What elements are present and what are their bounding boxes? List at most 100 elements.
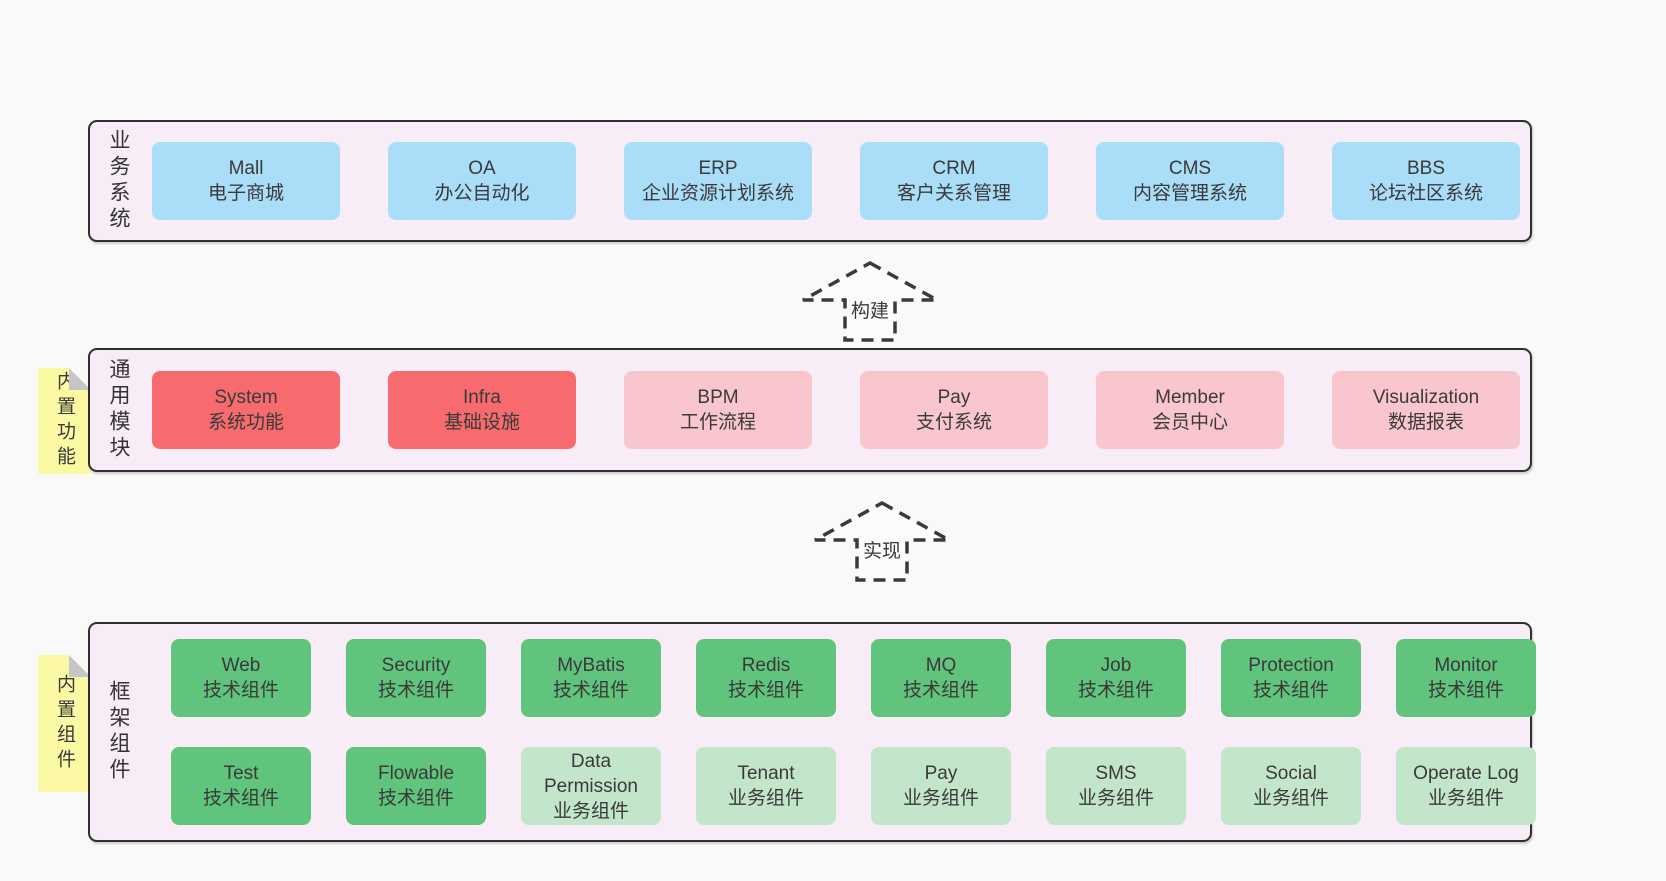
implement-arrow-icon: 实现 bbox=[812, 500, 952, 584]
box-sub: 业务组件 bbox=[1252, 788, 1329, 809]
box-name: Job bbox=[1100, 655, 1132, 676]
box-name: Tenant bbox=[737, 763, 795, 784]
box-sub: 技术组件 bbox=[377, 788, 454, 809]
box-sub: 技术组件 bbox=[727, 680, 804, 701]
box-mybatis: MyBatis 技术组件 bbox=[521, 639, 661, 717]
business-systems-label: 业务系统 bbox=[107, 129, 130, 233]
box-sub: 技术组件 bbox=[202, 788, 279, 809]
box-name: Mall bbox=[228, 158, 264, 179]
box-sub: 业务组件 bbox=[1077, 788, 1154, 809]
box-name: Security bbox=[381, 655, 451, 676]
box-redis: Redis 技术组件 bbox=[696, 639, 836, 717]
box-sub: 技术组件 bbox=[552, 680, 629, 701]
box-system: System 系统功能 bbox=[152, 371, 340, 449]
box-web: Web 技术组件 bbox=[171, 639, 311, 717]
box-oa: OA 办公自动化 bbox=[388, 142, 576, 220]
sticky-note-text: 内置功能 bbox=[54, 371, 75, 471]
common-modules-panel: 通用模块 System 系统功能 Infra 基础设施 BPM 工作流程 Pay… bbox=[88, 348, 1532, 472]
box-cms: CMS 内容管理系统 bbox=[1096, 142, 1284, 220]
framework-components-panel: 框架组件 Web 技术组件 Security 技术组件 MyBatis 技术组件… bbox=[88, 622, 1536, 842]
tech-components-row: Web 技术组件 Security 技术组件 MyBatis 技术组件 Redi… bbox=[171, 639, 1536, 717]
box-name: Pay bbox=[924, 763, 958, 784]
build-arrow-label: 构建 bbox=[847, 296, 893, 323]
box-sub: 电子商城 bbox=[207, 183, 284, 204]
box-pay-component: Pay 业务组件 bbox=[871, 747, 1011, 825]
box-sms: SMS 业务组件 bbox=[1046, 747, 1186, 825]
box-name: Visualization bbox=[1372, 387, 1480, 408]
business-systems-row: Mall 电子商城 OA 办公自动化 ERP 企业资源计划系统 CRM 客户关系… bbox=[152, 142, 1520, 220]
box-sub: 会员中心 bbox=[1151, 412, 1228, 433]
sticky-note-text: 内置组件 bbox=[54, 673, 75, 774]
sticky-note-builtin-features: 内置功能 bbox=[38, 368, 91, 474]
box-sub: 基础设施 bbox=[443, 412, 520, 433]
box-sub: 业务组件 bbox=[552, 800, 629, 822]
box-visualization: Visualization 数据报表 bbox=[1332, 371, 1520, 449]
box-sub: 技术组件 bbox=[1077, 680, 1154, 701]
box-monitor: Monitor 技术组件 bbox=[1396, 639, 1536, 717]
box-member: Member 会员中心 bbox=[1096, 371, 1284, 449]
box-name: BBS bbox=[1406, 158, 1446, 179]
box-name: System bbox=[214, 387, 278, 408]
box-sub: 技术组件 bbox=[202, 680, 279, 701]
box-name: Monitor bbox=[1434, 655, 1498, 676]
box-sub: 数据报表 bbox=[1387, 412, 1464, 433]
box-name: MQ bbox=[925, 655, 957, 676]
box-name: Infra bbox=[462, 387, 502, 408]
box-bbs: BBS 论坛社区系统 bbox=[1332, 142, 1520, 220]
box-name: OA bbox=[468, 158, 496, 179]
box-name: Social bbox=[1265, 763, 1317, 784]
box-sub: 业务组件 bbox=[902, 788, 979, 809]
box-data-permission: Data Permission 业务组件 bbox=[521, 747, 661, 825]
box-name: CMS bbox=[1168, 158, 1212, 179]
box-name: Member bbox=[1155, 387, 1225, 408]
box-name: Web bbox=[221, 655, 261, 676]
box-name: ERP bbox=[698, 158, 738, 179]
framework-components-rows: Web 技术组件 Security 技术组件 MyBatis 技术组件 Redi… bbox=[152, 639, 1536, 825]
box-name: Flowable bbox=[377, 763, 455, 784]
framework-components-label: 框架组件 bbox=[107, 680, 130, 784]
box-sub: 技术组件 bbox=[377, 680, 454, 701]
box-sub: 业务组件 bbox=[1427, 788, 1504, 809]
box-mall: Mall 电子商城 bbox=[152, 142, 340, 220]
build-arrow-icon: 构建 bbox=[800, 260, 940, 344]
biz-components-row: Test 技术组件 Flowable 技术组件 Data Permission … bbox=[171, 747, 1536, 825]
common-modules-label: 通用模块 bbox=[107, 358, 130, 462]
box-tenant: Tenant 业务组件 bbox=[696, 747, 836, 825]
box-erp: ERP 企业资源计划系统 bbox=[624, 142, 812, 220]
box-name: BPM bbox=[697, 387, 739, 408]
box-name: CRM bbox=[932, 158, 976, 179]
box-name: Redis bbox=[741, 655, 791, 676]
box-sub: 系统功能 bbox=[207, 412, 284, 433]
box-mq: MQ 技术组件 bbox=[871, 639, 1011, 717]
box-sub: 客户关系管理 bbox=[896, 183, 1011, 204]
box-social: Social 业务组件 bbox=[1221, 747, 1361, 825]
box-name: Operate Log bbox=[1413, 763, 1519, 784]
box-sub: 内容管理系统 bbox=[1132, 183, 1247, 204]
sticky-note-builtin-components: 内置组件 bbox=[38, 655, 91, 792]
box-infra: Infra 基础设施 bbox=[388, 371, 576, 449]
common-modules-row: System 系统功能 Infra 基础设施 BPM 工作流程 Pay 支付系统… bbox=[152, 371, 1520, 449]
box-sub: 技术组件 bbox=[902, 680, 979, 701]
box-sub: 技术组件 bbox=[1427, 680, 1504, 701]
box-pay-module: Pay 支付系统 bbox=[860, 371, 1048, 449]
box-sub: 办公自动化 bbox=[434, 183, 530, 204]
box-job: Job 技术组件 bbox=[1046, 639, 1186, 717]
box-sub: 支付系统 bbox=[915, 412, 992, 433]
box-name: MyBatis bbox=[557, 655, 625, 676]
box-sub: 工作流程 bbox=[679, 412, 756, 433]
implement-arrow-label: 实现 bbox=[859, 536, 905, 563]
box-sub: 技术组件 bbox=[1252, 680, 1329, 701]
box-name: Protection bbox=[1248, 655, 1334, 676]
business-systems-panel: 业务系统 Mall 电子商城 OA 办公自动化 ERP 企业资源计划系统 CRM… bbox=[88, 120, 1532, 242]
box-name: Data Permission bbox=[544, 750, 638, 797]
box-name: SMS bbox=[1095, 763, 1137, 784]
box-security: Security 技术组件 bbox=[346, 639, 486, 717]
box-sub: 论坛社区系统 bbox=[1368, 183, 1483, 204]
box-bpm: BPM 工作流程 bbox=[624, 371, 812, 449]
box-protection: Protection 技术组件 bbox=[1221, 639, 1361, 717]
box-sub: 企业资源计划系统 bbox=[641, 183, 794, 204]
box-crm: CRM 客户关系管理 bbox=[860, 142, 1048, 220]
box-test: Test 技术组件 bbox=[171, 747, 311, 825]
box-flowable: Flowable 技术组件 bbox=[346, 747, 486, 825]
